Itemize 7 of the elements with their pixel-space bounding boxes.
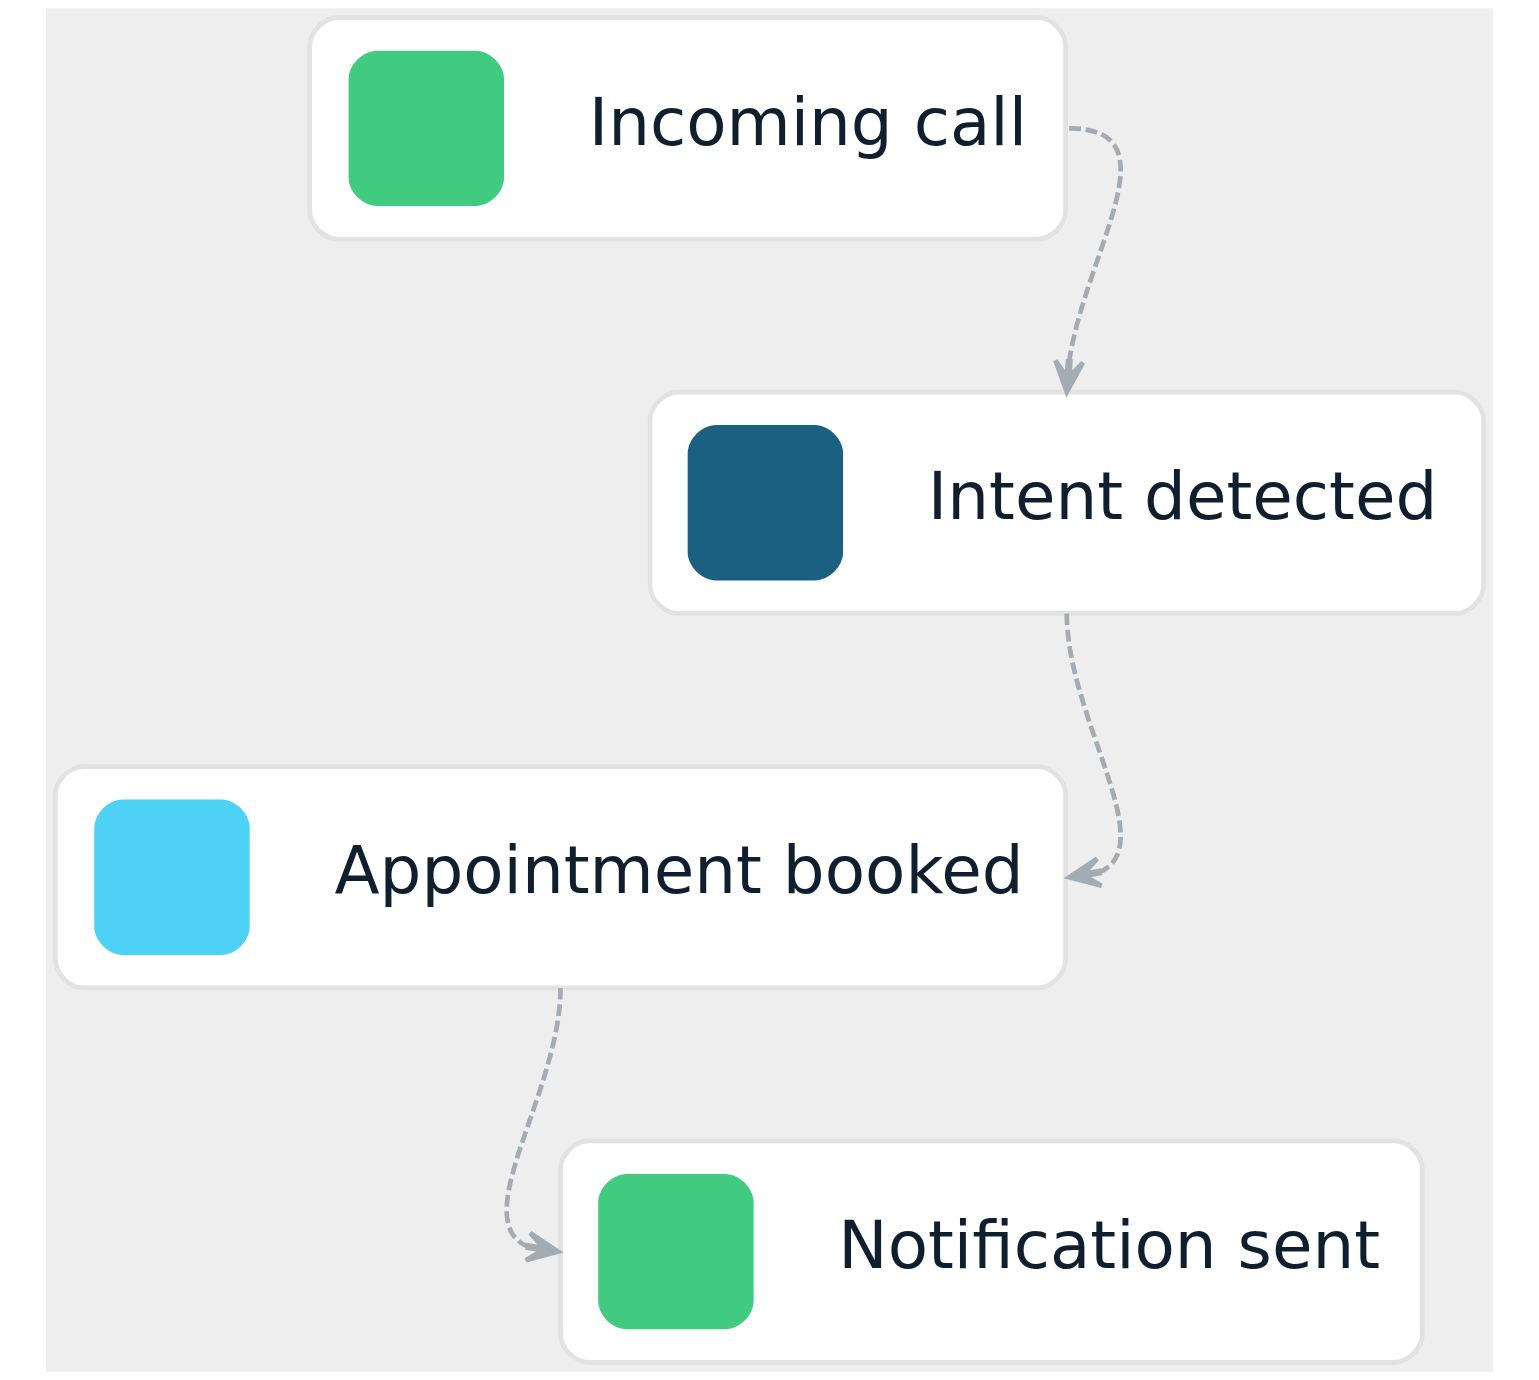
arrow — [1053, 126, 1123, 395]
node-box: Appointment booked — [53, 764, 1068, 991]
node-box: Intent detected — [647, 389, 1486, 616]
arrow — [504, 987, 563, 1263]
arrow — [1064, 613, 1123, 889]
node-box: Incoming call — [307, 15, 1068, 242]
node-box: Notification sent — [558, 1138, 1425, 1365]
